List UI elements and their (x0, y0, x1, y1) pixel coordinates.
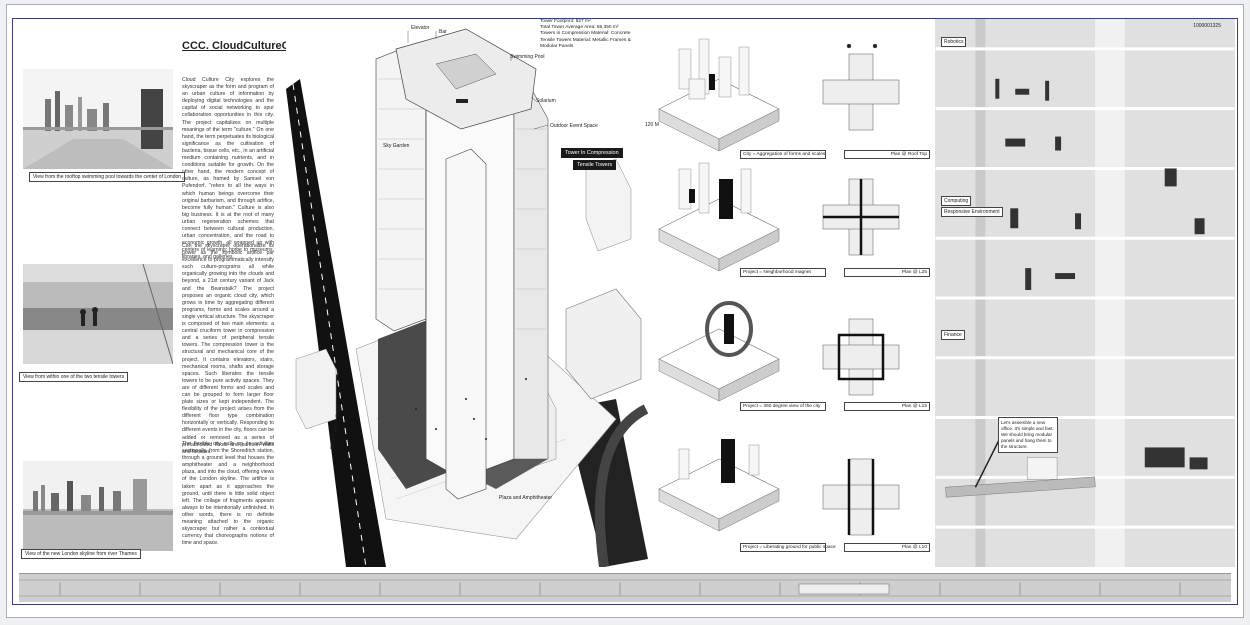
plan-1-caption: Plan @ Roof Top (844, 150, 930, 159)
plan-2-caption: Plan @ L25 (844, 268, 930, 277)
note-footprint: Tower Footprint: 827 m² (540, 19, 591, 24)
tag-computing: Computing (941, 196, 972, 206)
note-panels: Modular Panels (540, 43, 574, 49)
tag-finance: Finance (941, 330, 965, 340)
tower-axonometric (286, 19, 648, 567)
paragraph-3: The flexible city pulls up its activitie… (182, 441, 274, 547)
label-outdoor-event: Outdoor Event Space (550, 123, 598, 129)
diagram-grid (649, 19, 929, 567)
tag-robotics: Robotics (941, 37, 967, 47)
paragraph-1: Cloud Culture City explores the skyscrap… (182, 77, 274, 261)
note-tensile: Tensile Towers Material: Metallic Frames… (540, 37, 631, 43)
tag-responsive: Responsive Environment (941, 207, 1003, 217)
diagram-3-caption: Project = 360 degree view of the city (740, 402, 826, 411)
diagram-4-caption: Project = Liberating ground for public s… (740, 543, 836, 552)
project-notes: Tower Footprint: 827 m² Total Tower Aver… (540, 19, 631, 50)
diagram-2-caption: Project = Neighborhood magnet (740, 268, 826, 277)
note-area: Total Tower Average Area: 59,350 m² (540, 25, 619, 31)
plan-4-caption: Plan @ L10 (844, 543, 930, 552)
photo-rooftop-pool (23, 69, 173, 169)
note-compression: Towers in Compression Material: Concrete (540, 31, 631, 37)
sheet-number: 1000001325 (1193, 23, 1221, 29)
caption-tensile: View from within one of the two tensile … (19, 372, 129, 382)
speech-bubble: Let's assemble a new office. It's simple… (998, 417, 1058, 453)
bottom-panorama-strip (19, 573, 1231, 602)
label-elevator: Elevator (411, 25, 430, 31)
label-sky-garden: Sky Garden (383, 143, 410, 149)
label-solarium: Solarium (536, 98, 556, 104)
page-title: CCC. CloudCultureCity (182, 40, 303, 52)
poster-sheet: View from the rooftop swimming pool towa… (12, 18, 1238, 605)
caption-thames: View of the new London skyline from rive… (21, 549, 141, 559)
photo-thames-skyline (23, 461, 173, 551)
label-tensile: Tensile Towers (573, 160, 617, 170)
caption-rooftop: View from the rooftop swimming pool towa… (29, 172, 186, 182)
label-height: 120 M (645, 122, 659, 128)
label-compression: Tower In Compression (561, 148, 623, 158)
label-bar: Bar (439, 29, 447, 35)
photo-tensile-tower (23, 264, 173, 364)
plan-3-caption: Plan @ L15 (844, 402, 930, 411)
label-plaza: Plaza and Amphitheater (499, 495, 553, 501)
building-section (935, 19, 1235, 567)
label-swimming-pool: Swimming Pool (510, 54, 545, 60)
paragraph-2: Can the skyscraper operationalize its po… (182, 243, 274, 455)
diagram-1-caption: City = Aggregation of forms and scales (740, 150, 826, 159)
